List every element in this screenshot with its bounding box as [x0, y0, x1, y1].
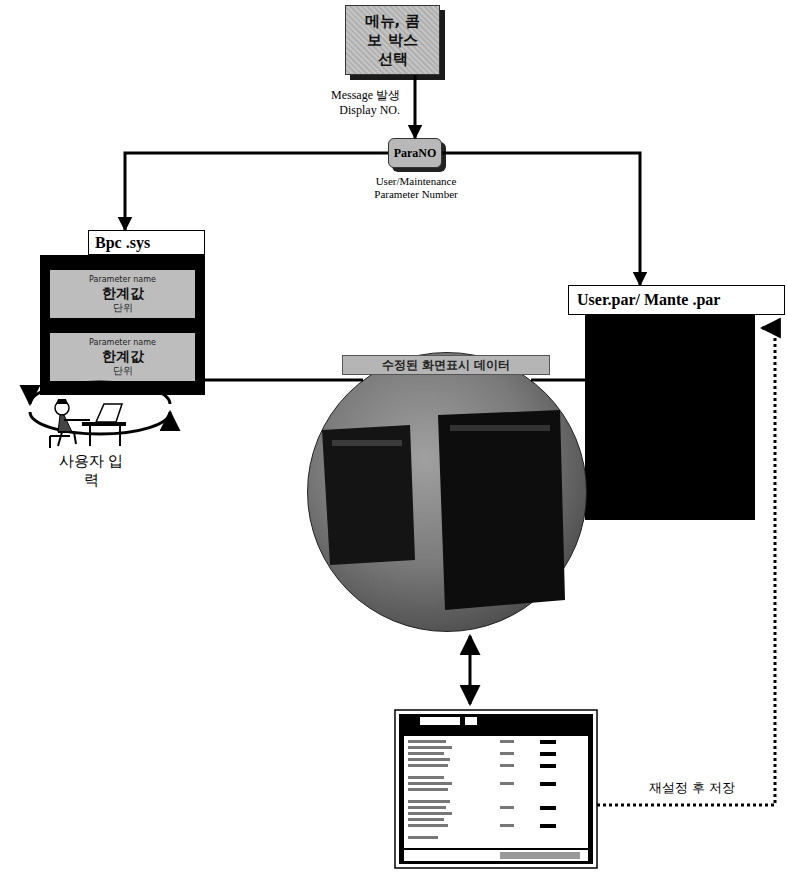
- box-subtitle: User/Maintenance Parameter Number: [364, 175, 468, 201]
- value-cells: [540, 740, 556, 828]
- data-block: [322, 425, 415, 565]
- value-cell: [540, 824, 556, 828]
- user-legs: [58, 432, 76, 446]
- file-box: User.par/ Mante .par: [585, 315, 755, 520]
- circle-data-blocks: [322, 410, 565, 610]
- list-row: [408, 788, 448, 791]
- window-tab: [465, 717, 477, 725]
- user-arm: [64, 419, 90, 421]
- status-text: [500, 852, 580, 859]
- list-row: [408, 806, 446, 809]
- data-circle: 수정된 화면표시 데이터: [307, 352, 587, 632]
- band-text: 한계값: [102, 348, 144, 365]
- loop-arrow: [30, 412, 170, 434]
- screen-window: [395, 710, 597, 868]
- select-box: 메뉴, 콤보 박스 선택: [345, 5, 440, 75]
- status-bar: [404, 850, 588, 861]
- list-row: [408, 782, 452, 785]
- list-row: [408, 812, 452, 815]
- user-input-loop: [30, 382, 170, 434]
- file-tab: Bpc .sys: [88, 230, 205, 255]
- window-tab: [420, 717, 460, 725]
- list-row: [500, 806, 514, 809]
- value-cell: [540, 752, 556, 756]
- parameter-band: Parameter name한계값단위: [50, 270, 195, 318]
- parameter-number-box: ParaNOUser/Maintenance Parameter Number: [388, 138, 442, 168]
- band-text: 한계값: [102, 285, 144, 302]
- connector: [531, 379, 585, 382]
- band-text: Parameter name: [89, 275, 156, 285]
- connector: [205, 379, 363, 382]
- value-cell: [540, 740, 556, 744]
- edge-label: Message 발생 Display NO.: [300, 88, 400, 118]
- desk-legs: [90, 426, 120, 446]
- value-cell: [540, 764, 556, 768]
- value-cell: [540, 782, 556, 786]
- exchange-arrow: [469, 636, 472, 704]
- data-block: [438, 410, 565, 610]
- list-row: [408, 752, 444, 755]
- list-row: [408, 746, 452, 749]
- list-row: [408, 758, 450, 761]
- chair: [50, 436, 70, 448]
- list-rows: [408, 740, 514, 839]
- connector: [442, 153, 640, 285]
- data-row: [450, 425, 550, 431]
- list-row: [408, 764, 448, 767]
- window-body: [399, 714, 593, 864]
- data-row: [332, 440, 402, 446]
- value-cell: [540, 806, 556, 810]
- band-text: 단위: [113, 365, 133, 377]
- list-row: [500, 782, 514, 785]
- file-header: User.par/ Mante .par: [568, 285, 785, 315]
- loop-arrow: [30, 382, 170, 404]
- list-row: [408, 824, 448, 827]
- laptop: [96, 404, 122, 422]
- note-label: 재설정 후 저장: [632, 780, 752, 796]
- box-text: ParaNO: [394, 146, 437, 161]
- file-box: Bpc .sysParameter name한계값단위Parameter nam…: [40, 230, 205, 395]
- list-row: [500, 740, 514, 743]
- circle-header: 수정된 화면표시 데이터: [342, 355, 550, 375]
- box-text: 메뉴, 콤보 박스 선택: [360, 12, 425, 69]
- band-text: 단위: [113, 302, 133, 314]
- user-head: [55, 401, 69, 415]
- list-row: [500, 764, 514, 767]
- band-text: Parameter name: [89, 338, 156, 348]
- list-row: [408, 740, 446, 743]
- user-hat: [56, 399, 68, 404]
- window-frame: [395, 710, 597, 868]
- list-row: [408, 836, 438, 839]
- list-row: [408, 776, 444, 779]
- list-panel: [404, 736, 588, 848]
- list-row: [408, 800, 450, 803]
- desk: [82, 422, 126, 426]
- list-row: [500, 824, 514, 827]
- list-row: [408, 818, 444, 821]
- connector: [125, 153, 388, 230]
- list-row: [500, 752, 514, 755]
- connector: [414, 75, 417, 138]
- user-figure: [50, 399, 126, 448]
- user-body: [58, 415, 72, 432]
- parameter-band: Parameter name한계값단위: [50, 333, 195, 381]
- save-path: [597, 328, 775, 805]
- note-label: 사용자 입력: [55, 452, 127, 490]
